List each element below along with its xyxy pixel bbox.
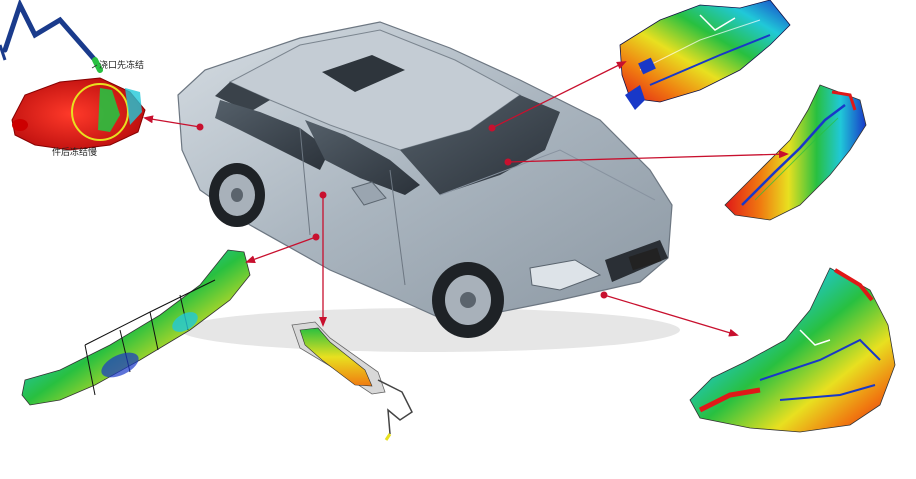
front-wheel bbox=[432, 262, 504, 338]
fuel-door-simulation bbox=[0, 0, 146, 151]
part-freezes-slowly-label: 件后冻结慢 bbox=[52, 146, 97, 158]
callout-arrows bbox=[143, 61, 789, 337]
door-handle-simulation bbox=[291, 321, 413, 441]
gate-first-freeze-label: 浇口先冻结 bbox=[99, 59, 144, 71]
car-illustration bbox=[177, 21, 680, 352]
arrow-door-handle bbox=[319, 191, 327, 327]
arrow-dashboard bbox=[488, 61, 627, 132]
rear-wheel bbox=[209, 163, 265, 227]
gate-label-leader bbox=[91, 64, 98, 69]
reinforcement-beam-simulation bbox=[21, 249, 251, 406]
arrow-fuel-door bbox=[143, 115, 204, 131]
arrow-front-bumper bbox=[600, 291, 739, 337]
dashboard-simulation bbox=[619, 0, 791, 110]
arrow-beam bbox=[245, 233, 320, 264]
arrow-cowl-panel bbox=[504, 150, 789, 166]
front-bumper-simulation bbox=[689, 267, 896, 433]
cowl-panel-simulation bbox=[724, 84, 867, 221]
